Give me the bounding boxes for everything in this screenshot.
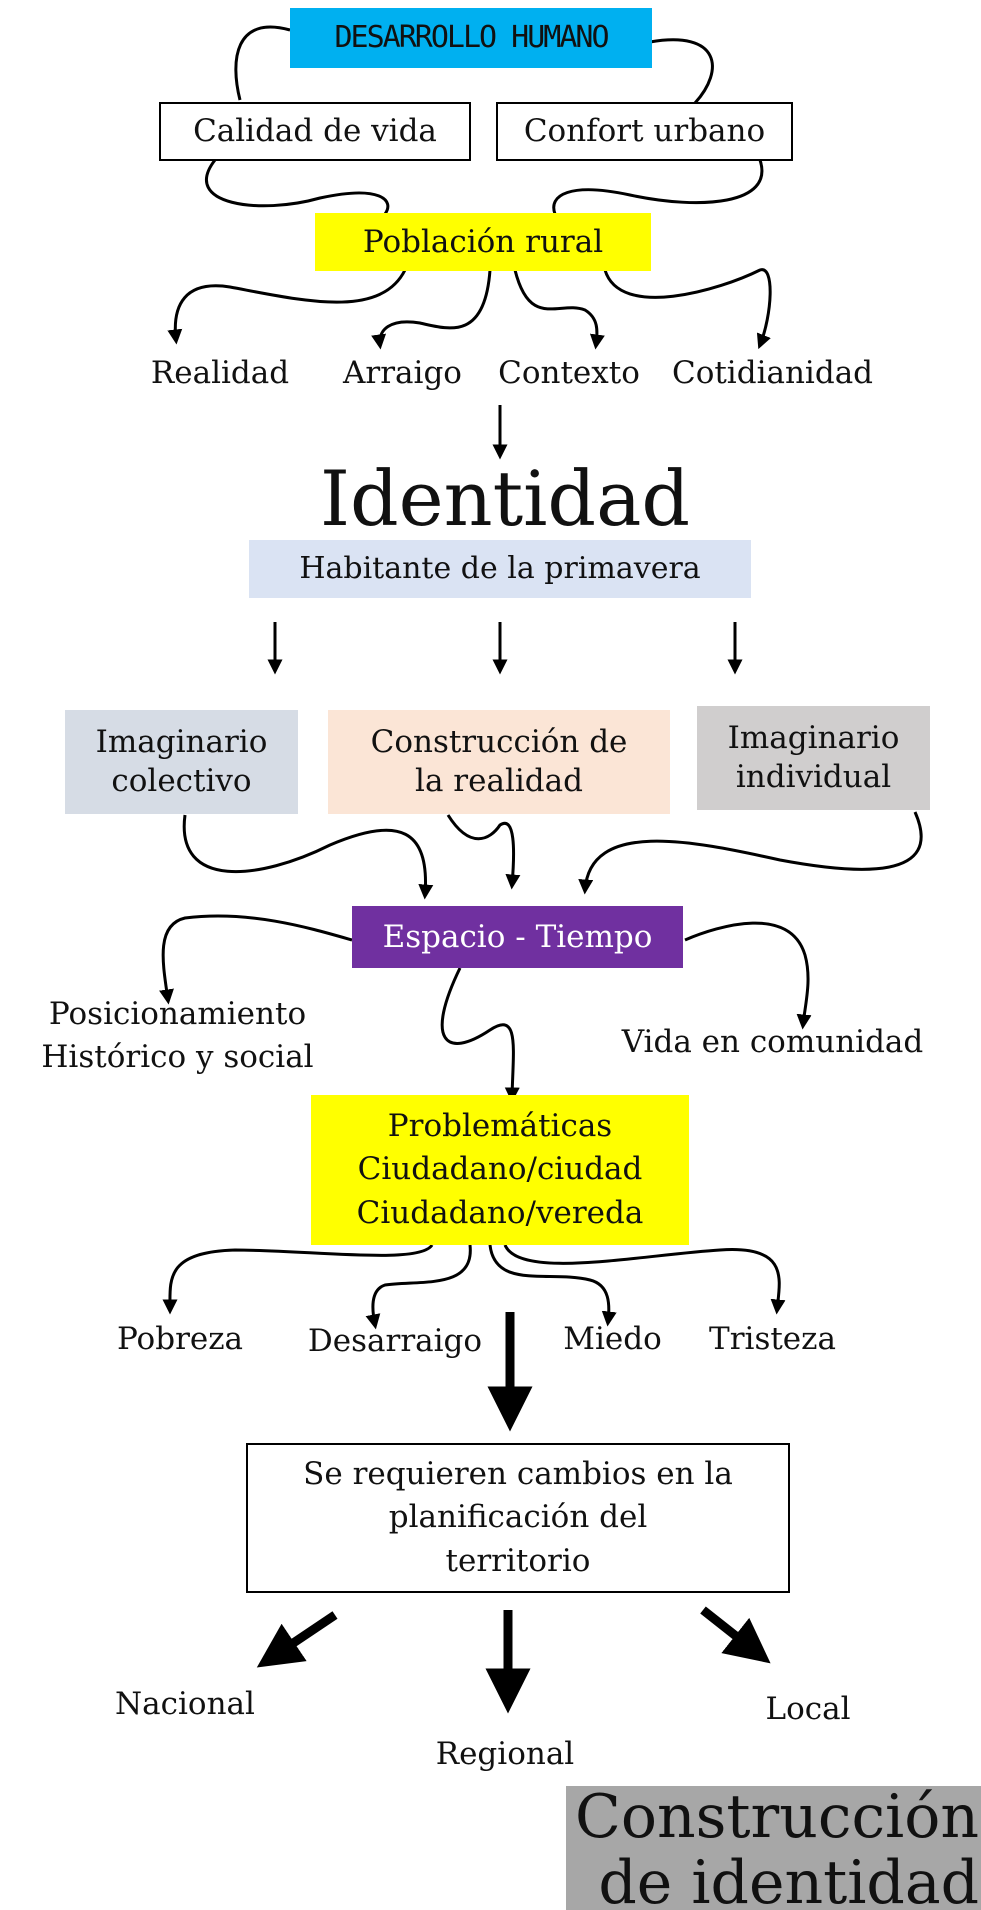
imaginario-individual-node: Imaginario individual (697, 706, 930, 810)
outcome-miedo: Miedo (563, 1321, 662, 1357)
outcome-cotidianidad: Cotidianidad (671, 355, 874, 391)
watermark-logo (566, 1786, 981, 1910)
poblacion-node: Población rural (315, 213, 651, 271)
imaginario-colectivo-node: Imaginario colectivo (65, 710, 298, 814)
outcome-contexto: Contexto (498, 355, 640, 391)
confort-node: Confort urbano (496, 102, 793, 161)
connector-espacio-problematicas (440, 967, 520, 1103)
connector-problematicas-tristeza (503, 1244, 786, 1315)
habitante-node: Habitante de la primavera (249, 540, 751, 598)
espacio-tiempo-node: Espacio - Tiempo (352, 906, 683, 968)
watermark-corner: Construcción de identidad (566, 1786, 981, 1910)
scale-nacional: Nacional (115, 1686, 255, 1722)
connector-cambios-nacional (256, 1611, 338, 1668)
connector-confort-poblacion (552, 159, 764, 215)
connector-poblacion-cotidianidad (603, 268, 772, 350)
connector-cambios-local (700, 1606, 771, 1664)
outcome-realidad: Realidad (150, 355, 290, 391)
connector-poblacion-realidad (167, 269, 407, 345)
posicionamiento-label: Posicionamiento Histórico y social (41, 996, 314, 1076)
watermark-line1: Construcción (574, 1786, 979, 1852)
outcome-tristeza: Tristeza (709, 1321, 836, 1357)
construccion-realidad-node: Construcción de la realidad (328, 710, 670, 814)
outcome-pobreza: Pobreza (116, 1321, 244, 1357)
problematicas-node: Problemáticas Ciudadano/ciudad Ciudadano… (311, 1095, 689, 1245)
connector-root-calidad (234, 25, 291, 101)
watermark-line2: de identidad (598, 1848, 979, 1910)
root-node: DESARROLLO HUMANO (290, 8, 652, 68)
cambios-node: Se requieren cambios en la planificación… (246, 1443, 790, 1593)
vida-comunidad-label: Vida en comunidad (621, 1024, 924, 1060)
connector-poblacion-arraigo (371, 269, 492, 350)
connector-construccion-espacio (446, 814, 521, 890)
connector-root-confort (649, 38, 714, 105)
connector-espacio-posicionamiento (159, 914, 353, 1005)
connector-individual-espacio (578, 811, 923, 895)
connector-problematicas-miedo (488, 1244, 617, 1327)
outcome-arraigo: Arraigo (343, 355, 462, 391)
connector-poblacion-contexto (513, 269, 605, 350)
identidad-title: Identidad (319, 454, 691, 543)
connector-colectivo-espacio (182, 814, 434, 900)
connector-problematicas-desarraigo (365, 1244, 472, 1330)
scale-regional: Regional (435, 1736, 575, 1772)
scale-local: Local (765, 1691, 851, 1727)
connector-problematicas-pobreza (162, 1243, 434, 1315)
outcome-desarraigo: Desarraigo (307, 1323, 483, 1359)
calidad-node: Calidad de vida (159, 102, 471, 161)
connector-calidad-poblacion (205, 159, 390, 215)
connector-espacio-vida (684, 921, 812, 1030)
